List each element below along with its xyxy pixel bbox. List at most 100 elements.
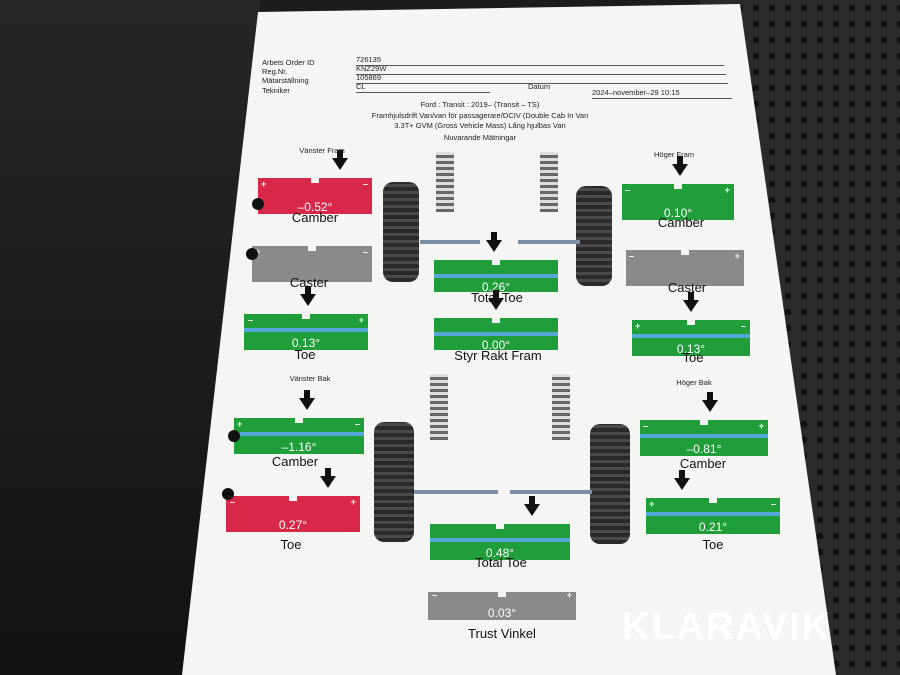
pointer-arrow-icon bbox=[299, 398, 315, 410]
minus-sign: – bbox=[770, 499, 776, 509]
pointer-arrow-icon bbox=[683, 300, 699, 312]
rear-left-camber-gauge: + – –1.16° bbox=[234, 390, 364, 454]
hole-punch bbox=[222, 488, 234, 500]
gauge-bar bbox=[252, 246, 372, 268]
date-value: 2024–november–29 10:15 bbox=[592, 88, 680, 97]
order-value: 726135 bbox=[356, 55, 382, 64]
rear-right-wheel bbox=[590, 424, 630, 544]
hole-punch bbox=[246, 248, 258, 260]
vehicle-model: Ford : Transit : 2019– (Transit – TS) bbox=[420, 100, 540, 109]
caster-label: Caster bbox=[289, 275, 329, 290]
thrust-angle-gauge: – + 0.03° bbox=[428, 584, 576, 628]
minus-sign: – bbox=[248, 315, 254, 325]
plus-sign: + bbox=[237, 419, 243, 429]
vehicle-mass: 3.3T+ GVM (Gross Vehicle Mass) Lång hjul… bbox=[394, 121, 566, 130]
pointer-arrow-icon bbox=[702, 400, 718, 412]
vehicle-description: Framhjulsdrift Van/van för passagerare/D… bbox=[371, 111, 589, 120]
tech-value: CL bbox=[356, 82, 366, 91]
front-left-title: Vänster Fram bbox=[299, 146, 345, 155]
toe-label: Toe bbox=[294, 347, 316, 362]
camber-label: Camber bbox=[291, 210, 339, 225]
rear-left-wheel bbox=[374, 422, 414, 542]
camber-label: Camber bbox=[657, 215, 705, 230]
station-value: 105869 bbox=[356, 73, 382, 82]
camber-value: –0.52° bbox=[258, 200, 372, 214]
thrust-angle-value: 0.03° bbox=[428, 606, 576, 620]
rear-total-toe-gauge: 0.48° bbox=[430, 496, 570, 560]
gauge-bar bbox=[428, 592, 576, 606]
toe-label: Toe bbox=[702, 537, 724, 552]
steer-straight-gauge: 0.00° bbox=[434, 290, 558, 354]
front-right-toe-gauge: + – 0.13° bbox=[632, 292, 750, 356]
caster-value bbox=[252, 268, 372, 282]
tech-label: Tekniker bbox=[262, 86, 290, 95]
plus-sign: + bbox=[350, 497, 356, 507]
steer-straight-value: 0.00° bbox=[434, 338, 558, 352]
minus-sign: – bbox=[362, 247, 368, 257]
plus-sign: + bbox=[566, 590, 572, 600]
camber-label: Camber bbox=[679, 456, 727, 471]
divider bbox=[356, 65, 724, 66]
plus-sign: + bbox=[358, 315, 364, 325]
toe-value: 0.13° bbox=[632, 342, 750, 356]
reg-value: KNZ29W bbox=[356, 64, 387, 73]
caster-label: Caster bbox=[667, 280, 707, 295]
plus-sign: + bbox=[724, 185, 730, 195]
pointer-arrow-icon bbox=[672, 164, 688, 176]
pointer-arrow-icon bbox=[300, 294, 316, 306]
divider bbox=[356, 92, 490, 93]
toe-value: 0.21° bbox=[646, 520, 780, 534]
rear-right-link bbox=[510, 490, 592, 494]
front-left-camber-gauge: + – –0.52° bbox=[258, 150, 372, 214]
rear-left-link bbox=[414, 490, 498, 494]
rear-right-toe-gauge: + – 0.21° bbox=[646, 470, 780, 534]
front-total-toe-gauge: 0.26° bbox=[434, 232, 558, 296]
minus-sign: – bbox=[362, 179, 368, 189]
pointer-arrow-icon bbox=[320, 476, 336, 488]
current-measurements-title: Nuvarande Mätningar bbox=[443, 133, 517, 142]
klaravik-watermark: KLARAVIK bbox=[622, 606, 832, 648]
front-left-strut bbox=[436, 152, 454, 212]
front-right-title: Höger Fram bbox=[653, 150, 694, 159]
rear-right-camber-gauge: – + –0.81° bbox=[640, 392, 768, 456]
minus-sign: – bbox=[629, 251, 635, 261]
pointer-arrow-icon bbox=[486, 240, 502, 252]
gauge-bar bbox=[626, 250, 744, 272]
camber-label: Camber bbox=[271, 454, 319, 469]
minus-sign: – bbox=[643, 421, 649, 431]
toe-label: Toe bbox=[682, 350, 704, 365]
front-right-caster-gauge: – + bbox=[626, 242, 744, 286]
divider bbox=[356, 74, 726, 75]
plus-sign: + bbox=[758, 421, 764, 431]
thrust-angle-label: Trust Vinkel bbox=[468, 626, 536, 641]
minus-sign: – bbox=[354, 419, 360, 429]
toe-value: 0.13° bbox=[244, 336, 368, 350]
toe-label: Toe bbox=[280, 537, 302, 552]
front-left-toe-gauge: – + 0.13° bbox=[244, 286, 368, 350]
pointer-arrow-icon bbox=[332, 158, 348, 170]
total-toe-label: Total Toe bbox=[475, 555, 527, 570]
divider bbox=[592, 98, 732, 99]
minus-sign: – bbox=[740, 321, 746, 331]
front-right-control-arm bbox=[518, 240, 580, 244]
divider bbox=[356, 83, 728, 84]
front-left-wheel bbox=[383, 182, 419, 282]
minus-sign: – bbox=[230, 497, 236, 507]
gauge-bar bbox=[622, 184, 734, 206]
front-left-caster-gauge: + – bbox=[252, 238, 372, 282]
caster-value bbox=[626, 272, 744, 286]
rear-left-strut bbox=[430, 374, 448, 440]
front-right-camber-gauge: – + 0.10° bbox=[622, 156, 734, 220]
hole-punch bbox=[252, 198, 264, 210]
station-label: Mätarställning bbox=[262, 76, 309, 85]
date-label: Datum bbox=[528, 82, 551, 91]
toe-value: 0.27° bbox=[226, 518, 360, 532]
gauge-bar bbox=[258, 178, 372, 200]
front-right-strut bbox=[540, 152, 558, 212]
minus-sign: – bbox=[432, 590, 438, 600]
plus-sign: + bbox=[734, 251, 740, 261]
order-label: Arbets Order ID bbox=[262, 58, 315, 67]
pointer-arrow-icon bbox=[488, 298, 504, 310]
plus-sign: + bbox=[635, 321, 641, 331]
